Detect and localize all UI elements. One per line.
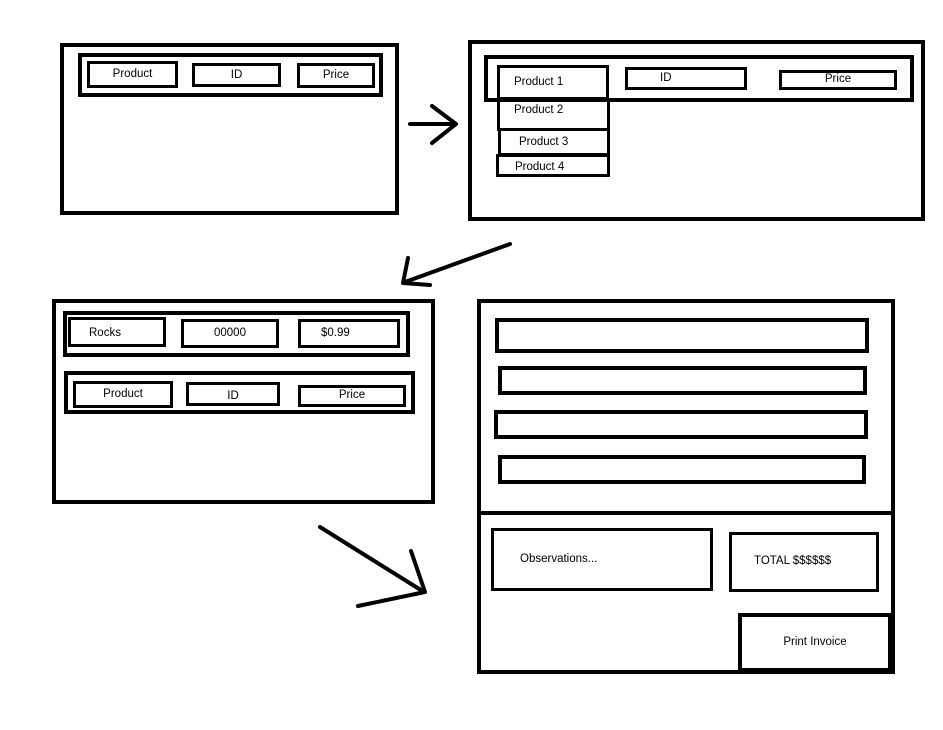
mockup-3-price-value-field[interactable]: $0.99	[298, 319, 400, 348]
mockup-4-total-box: TOTAL $$$$$$	[729, 532, 879, 592]
mockup-4-observations-field[interactable]: Observations...	[491, 528, 713, 591]
mockup-3-price-field[interactable]: Price	[298, 385, 406, 407]
mockup-4-divider	[477, 511, 895, 515]
mockup-1-product-field[interactable]: Product	[87, 61, 178, 88]
mockup-2-dropdown-list-border	[497, 98, 610, 131]
mockup-4-line-item-4[interactable]	[498, 455, 866, 484]
mockup-4-total-label: TOTAL $$$$$$	[754, 555, 832, 568]
mockup-1-price-label: Price	[322, 68, 350, 81]
arrow-right-icon	[408, 104, 458, 145]
mockup-2-dropdown-item-2[interactable]: Product 2	[514, 104, 564, 116]
mockup-4-line-item-3[interactable]	[494, 410, 868, 439]
mockup-3-product-label: Product	[103, 387, 143, 400]
mockup-3-id-field[interactable]: ID	[186, 382, 280, 406]
mockup-2-dropdown-item-4-box[interactable]: Product 4	[496, 154, 610, 177]
mockup-3-price-label: Price	[338, 389, 366, 402]
mockup-2-dropdown-item-3: Product 3	[519, 136, 569, 148]
mockup-1-id-label: ID	[230, 69, 243, 81]
mockup-1-id-field[interactable]: ID	[192, 63, 281, 87]
arrow-down-left-icon	[401, 242, 512, 287]
mockup-4-print-invoice-label: Print Invoice	[783, 635, 847, 648]
mockup-4-line-item-2[interactable]	[498, 366, 867, 395]
mockup-3-id-label: ID	[227, 390, 239, 402]
mockup-3-product-value: Rocks	[89, 327, 121, 339]
mockup-3-product-field[interactable]: Product	[73, 381, 173, 408]
mockup-1-price-field[interactable]: Price	[297, 63, 375, 88]
mockup-3-product-value-field[interactable]: Rocks	[68, 317, 166, 347]
mockup-4-window	[477, 299, 895, 674]
mockup-2-dropdown-item-1[interactable]: Product 1	[514, 76, 564, 88]
mockup-2-product-dropdown[interactable]: Product 1	[497, 65, 609, 100]
mockup-4-print-invoice-button[interactable]: Print Invoice	[738, 613, 892, 672]
mockup-3-id-value-field[interactable]: 00000	[181, 319, 279, 348]
mockup-1-product-label: Product	[112, 67, 153, 80]
mockup-2-dropdown-item-4: Product 4	[515, 161, 565, 173]
mockup-2-id-field[interactable]: ID	[625, 67, 747, 90]
mockup-3-id-value: 00000	[214, 326, 246, 339]
mockup-2-price-label: Price	[824, 73, 852, 85]
arrow-down-right-icon	[318, 525, 427, 608]
mockup-2-price-field[interactable]: Price	[779, 70, 897, 90]
mockup-4-observations-placeholder: Observations...	[520, 553, 598, 565]
mockup-2-id-label: ID	[660, 72, 672, 84]
mockup-3-price-value: $0.99	[321, 327, 350, 339]
mockup-4-line-item-1[interactable]	[495, 318, 869, 353]
